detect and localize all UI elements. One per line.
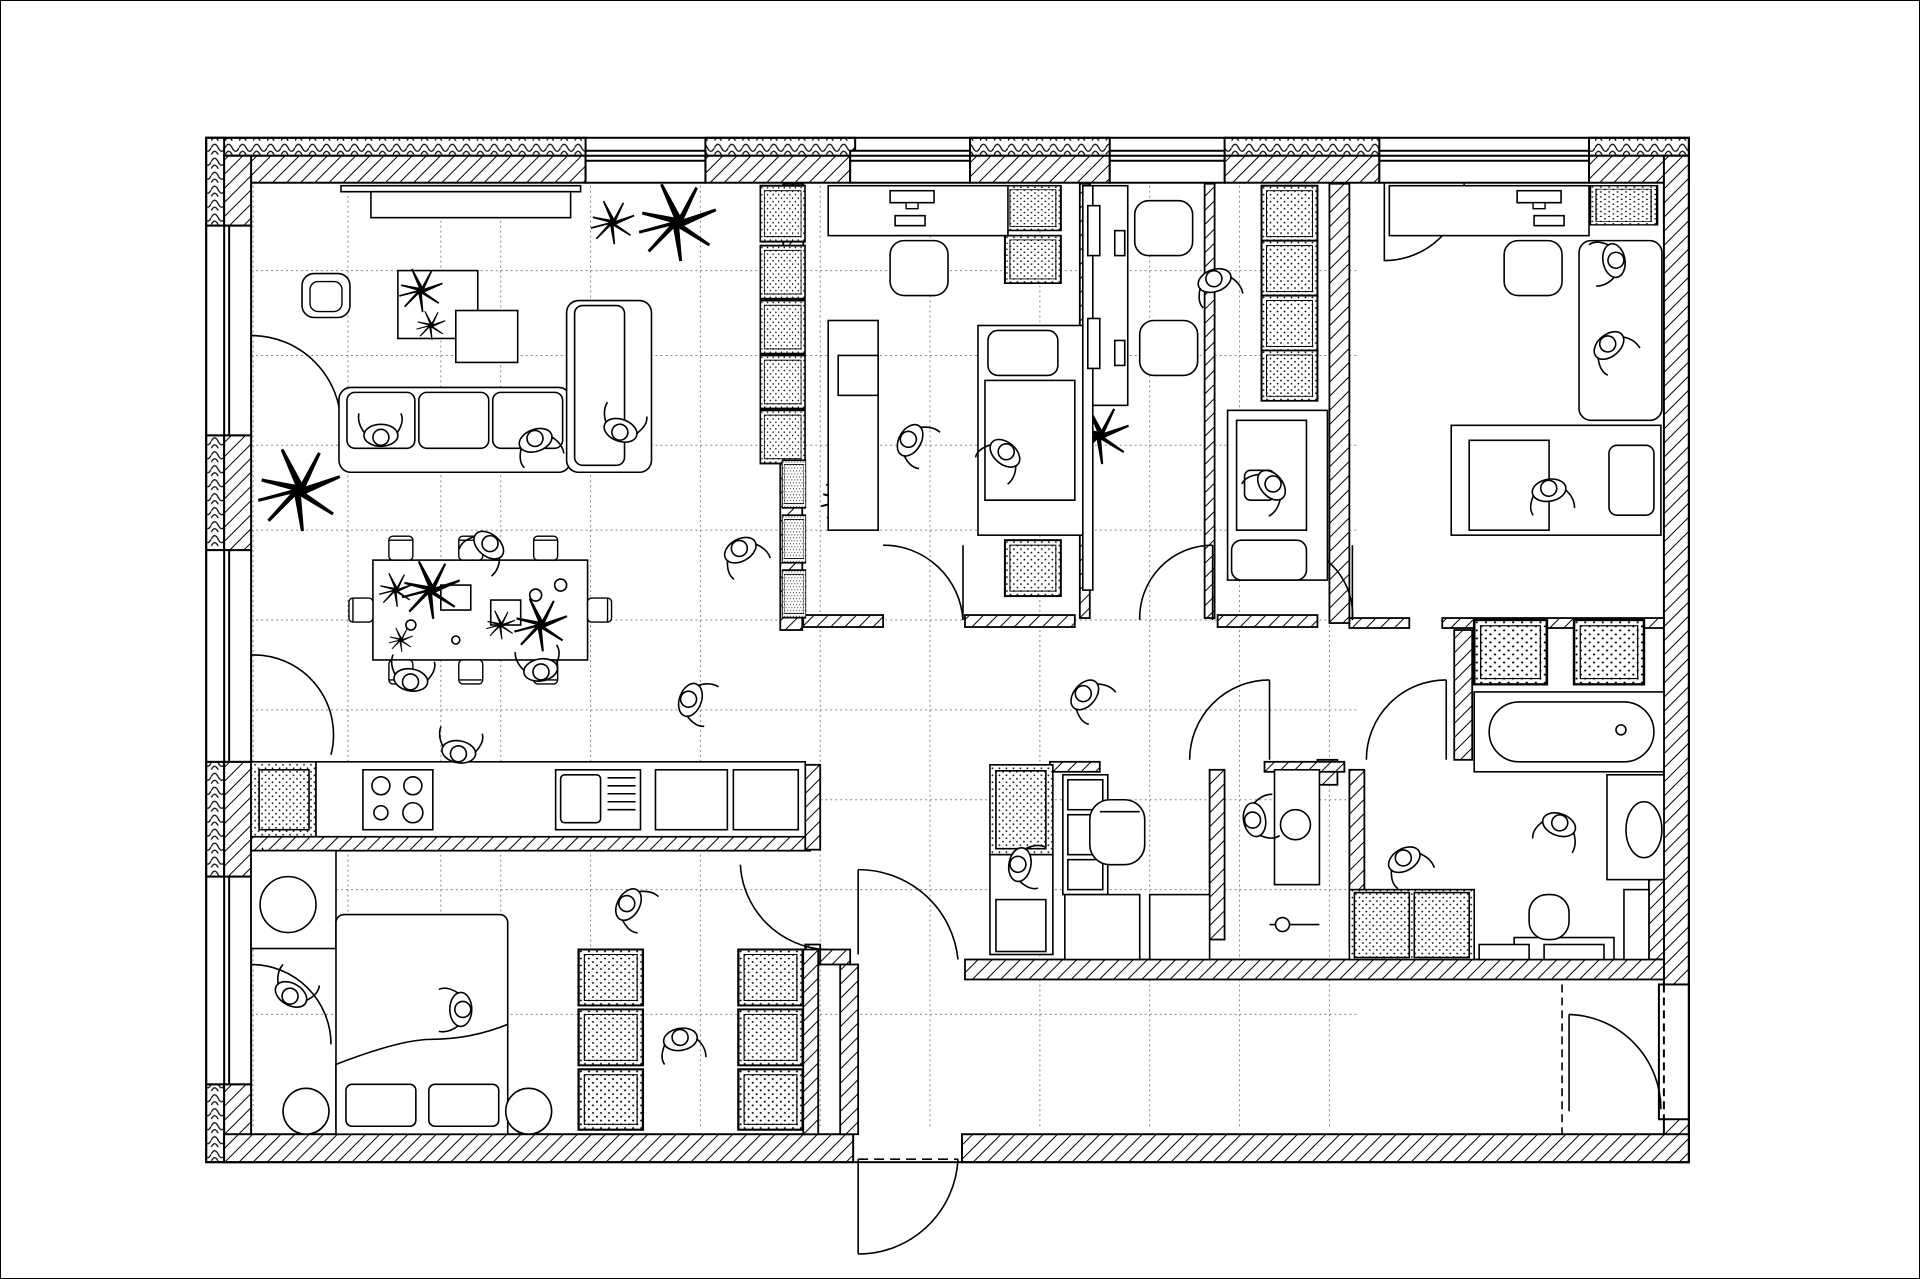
stove-icon (362, 768, 434, 831)
outer-walls (205, 136, 1690, 1164)
bathtub-icon (1473, 691, 1665, 773)
monitor-icon (1087, 204, 1126, 370)
living-room (301, 184, 653, 685)
toilet-icon (1478, 893, 1615, 961)
kitchen (250, 761, 807, 838)
sink-icon (1625, 800, 1663, 859)
armchair-icon (301, 272, 351, 319)
sink-icon (1279, 808, 1312, 841)
study-room (759, 184, 1663, 619)
sink-icon (554, 768, 642, 831)
bathroom (989, 618, 1665, 961)
bedroom (250, 849, 804, 1136)
chair-icon (889, 199, 1563, 377)
doors (250, 182, 1662, 1255)
toilet-icon (1088, 798, 1146, 866)
